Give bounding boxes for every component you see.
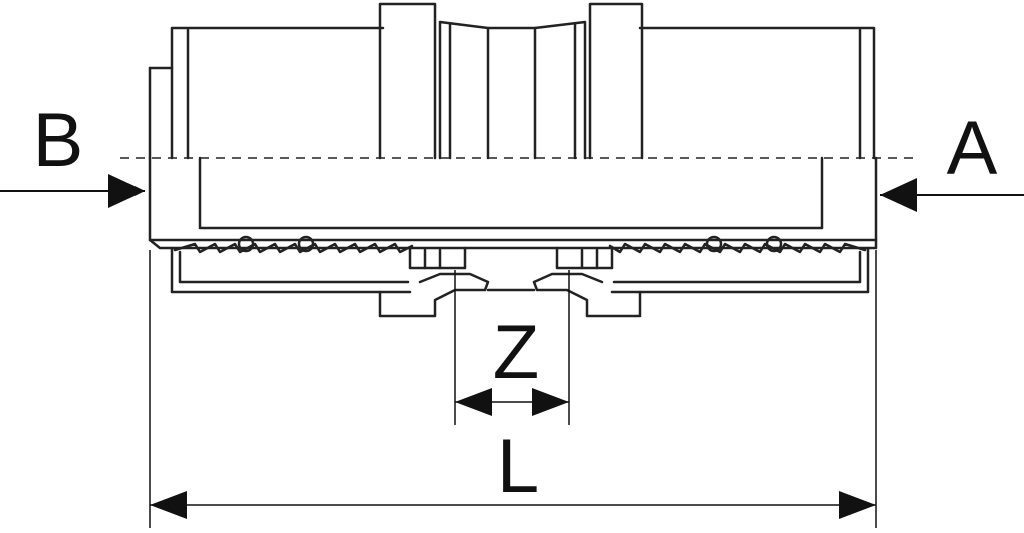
l-arrowhead-right — [839, 491, 876, 519]
left-body-upper — [148, 26, 385, 160]
label-z: Z — [493, 310, 539, 395]
lower-body — [148, 156, 878, 250]
label-l: L — [497, 424, 539, 509]
label-b: B — [33, 98, 84, 183]
l-arrowhead-left — [150, 491, 187, 519]
arrowhead-a — [880, 178, 917, 212]
z-arrowhead-right — [532, 388, 569, 416]
z-arrowhead-left — [455, 388, 492, 416]
dimension-l — [149, 250, 877, 528]
right-insert — [532, 235, 870, 318]
label-a: A — [947, 106, 998, 191]
arrowhead-b — [108, 174, 145, 208]
press-collar — [378, 2, 644, 160]
right-body-upper — [638, 26, 876, 160]
